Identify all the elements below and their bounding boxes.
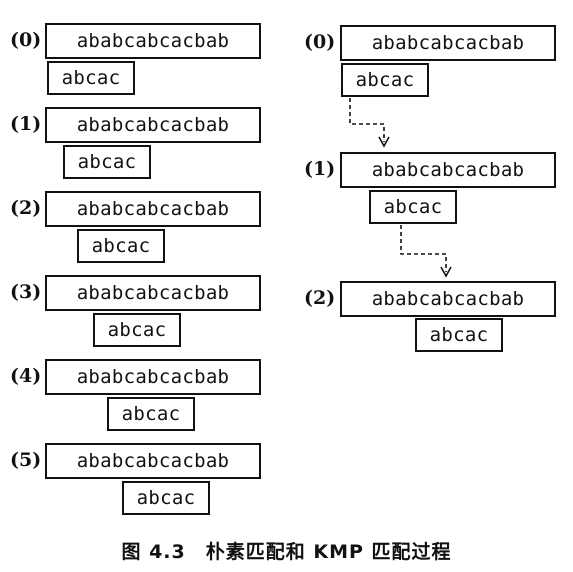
naive-step-1-text: ababcabcacbab [45,107,261,143]
naive-step-3-pattern: abcac [93,313,181,347]
naive-step-0-text: ababcabcacbab [45,23,261,59]
kmp-shift-arrow-0-to-1 [349,98,385,142]
kmp-step-1-pattern: abcac [369,190,457,224]
naive-step-5-pattern: abcac [122,481,210,515]
naive-step-1-pattern: abcac [63,145,151,179]
kmp-step-0-text: ababcabcacbab [340,25,556,61]
naive-step-1-label: (1) [10,113,42,135]
naive-step-5-text: ababcabcacbab [45,443,261,479]
kmp-step-2-text: ababcabcacbab [340,281,556,317]
naive-step-0-pattern: abcac [47,61,135,95]
naive-step-0-label: (0) [10,29,42,51]
kmp-step-1-label: (1) [304,158,336,180]
kmp-step-2-label: (2) [304,287,336,309]
kmp-arrowhead-1-to-2 [440,266,452,278]
figure-caption: 图 4.3 朴素匹配和 KMP 匹配过程 [121,541,452,563]
kmp-step-2-pattern: abcac [415,318,503,352]
kmp-arrowhead-0-to-1 [378,136,390,148]
kmp-shift-arrow-1-to-2 [400,225,447,272]
naive-step-2-pattern: abcac [77,229,165,263]
kmp-step-1-text: ababcabcacbab [340,152,556,188]
kmp-step-0-label: (0) [304,31,336,53]
naive-step-4-text: ababcabcacbab [45,359,261,395]
naive-step-4-label: (4) [10,365,42,387]
kmp-step-0-pattern: abcac [341,63,429,97]
naive-step-4-pattern: abcac [107,397,195,431]
naive-step-2-text: ababcabcacbab [45,191,261,227]
naive-step-2-label: (2) [10,197,42,219]
naive-step-3-label: (3) [10,281,42,303]
naive-step-5-label: (5) [10,449,42,471]
naive-step-3-text: ababcabcacbab [45,275,261,311]
